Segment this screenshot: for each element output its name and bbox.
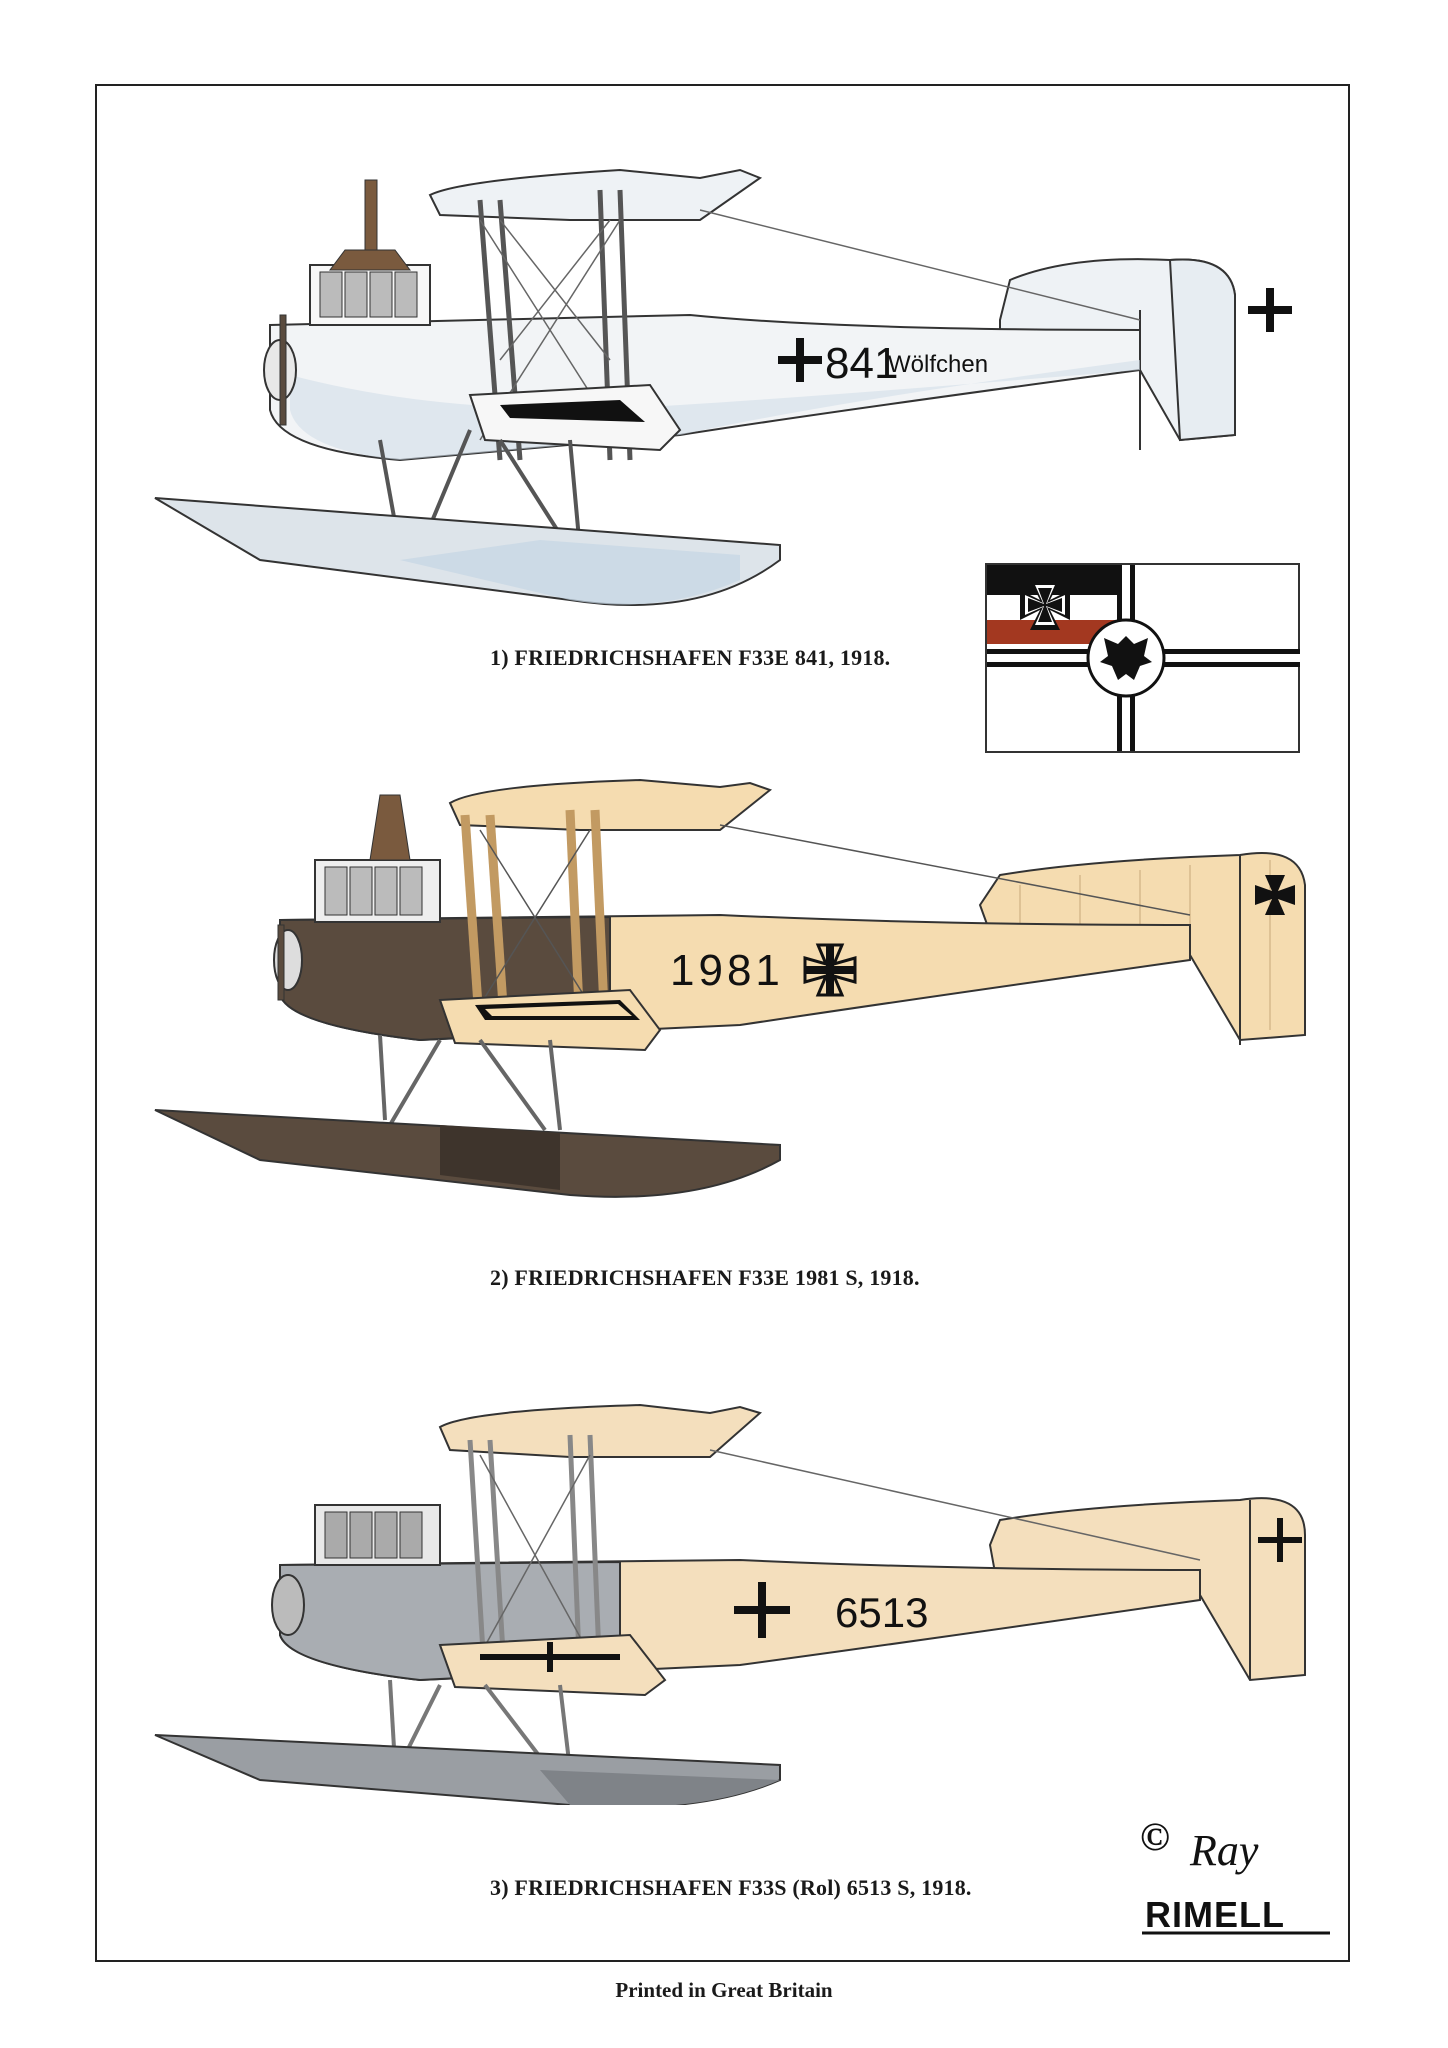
imperial-naval-ensign — [985, 563, 1300, 753]
aircraft-profile-1: 841 Wölfchen — [154, 168, 1292, 606]
caption-profile-1: 1) FRIEDRICHSHAFEN F33E 841, 1918. — [490, 645, 891, 670]
caption-profile-3: 3) FRIEDRICHSHAFEN F33S (Rol) 6513 S, 19… — [490, 1875, 972, 1900]
aircraft-profile-3: 6513 — [154, 1403, 1306, 1805]
aircraft-profile-2: 1981 — [154, 778, 1306, 1198]
svg-text:Ray: Ray — [1189, 1826, 1259, 1875]
caption-profile-2: 2) FRIEDRICHSHAFEN F33E 1981 S, 1918. — [490, 1265, 920, 1290]
serial-6513: 6513 — [835, 1589, 928, 1636]
serial-841: 841 — [825, 339, 898, 388]
serial-1981: 1981 — [670, 946, 784, 995]
ray-rimell-signature: © Ray RIMELL — [1140, 1814, 1330, 1935]
svg-text:©: © — [1140, 1814, 1170, 1859]
svg-text:RIMELL: RIMELL — [1145, 1894, 1285, 1935]
footer-printed-in: Printed in Great Britain — [615, 1978, 833, 2002]
aircraft-name-wolfchen: Wölfchen — [888, 351, 988, 378]
